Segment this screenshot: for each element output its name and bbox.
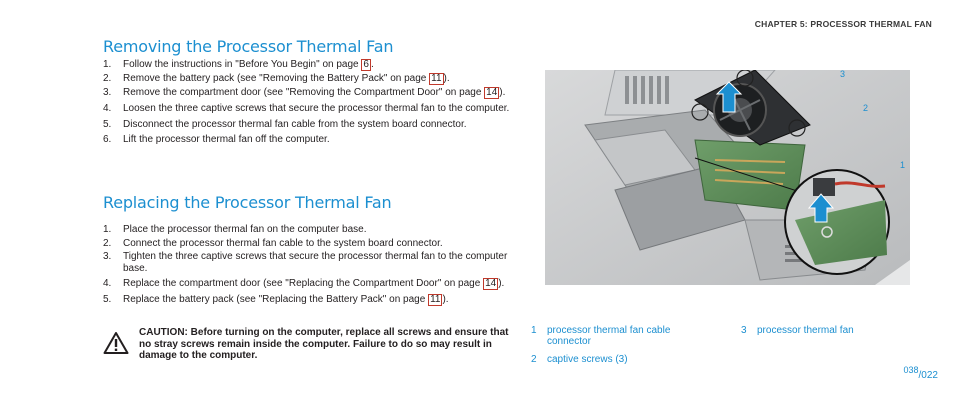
step-item: 2. Remove the battery pack (see "Removing… bbox=[103, 73, 513, 85]
step-number: 2. bbox=[103, 73, 112, 84]
legend-label: processor thermal fan cable connector bbox=[547, 325, 671, 347]
step-number: 6. bbox=[103, 134, 112, 145]
step-text: Remove the compartment door (see "Removi… bbox=[123, 87, 485, 98]
step-number: 5. bbox=[103, 294, 112, 305]
legend-label: processor thermal fan bbox=[757, 325, 854, 336]
step-text-end: ). bbox=[442, 294, 449, 305]
page-number: 038/022 bbox=[904, 365, 939, 381]
removing-steps-list: 1. Follow the instructions in "Before You… bbox=[103, 59, 513, 148]
step-item: 4. Loosen the three captive screws that s… bbox=[103, 103, 513, 115]
step-number: 5. bbox=[103, 118, 112, 130]
step-item: 5. Disconnect the processor thermal fan c… bbox=[103, 119, 513, 131]
step-number: 1. bbox=[103, 224, 112, 235]
removing-title: Removing the Processor Thermal Fan bbox=[103, 37, 394, 56]
step-text-end: . bbox=[370, 59, 374, 70]
replacing-title: Replacing the Processor Thermal Fan bbox=[103, 193, 392, 212]
step-item: 3. Remove the compartment door (see "Remo… bbox=[103, 87, 513, 99]
chapter-header: CHAPTER 5: PROCESSOR THERMAL FAN bbox=[754, 19, 932, 29]
legend-num: 2 bbox=[531, 354, 537, 365]
step-text: Place the processor thermal fan on the c… bbox=[123, 224, 367, 235]
step-number: 4. bbox=[103, 278, 112, 289]
step-number: 3. bbox=[103, 87, 112, 98]
step-text-end: ). bbox=[499, 87, 506, 98]
step-number: 2. bbox=[103, 237, 112, 249]
step-item: 3. Tighten the three captive screws that … bbox=[103, 251, 513, 274]
caution-box: CAUTION: Before turning on the computer,… bbox=[103, 327, 518, 367]
page-reference-link[interactable]: 14 bbox=[484, 87, 500, 99]
step-item: 1. Follow the instructions in "Before You… bbox=[103, 59, 513, 71]
step-text-end: ). bbox=[498, 278, 505, 289]
replacing-steps-list: 1. Place the processor thermal fan on the… bbox=[103, 224, 513, 308]
warning-triangle-icon bbox=[103, 332, 129, 354]
step-text: Tighten the three captive screws that se… bbox=[123, 251, 508, 274]
step-text: Replace the battery pack (see "Replacing… bbox=[123, 294, 429, 305]
page-reference-link[interactable]: 11 bbox=[428, 294, 443, 306]
step-text: Replace the compartment door (see "Repla… bbox=[123, 278, 484, 289]
step-text: Lift the processor thermal fan off the c… bbox=[123, 134, 330, 145]
step-text: Connect the processor thermal fan cable … bbox=[123, 237, 443, 249]
legend-num: 3 bbox=[741, 325, 747, 336]
page-reference-link[interactable]: 14 bbox=[483, 278, 499, 290]
step-text: Disconnect the processor thermal fan cab… bbox=[123, 118, 467, 130]
legend-label: captive screws (3) bbox=[547, 354, 628, 365]
step-number: 3. bbox=[103, 251, 112, 262]
current-page: 038 bbox=[903, 365, 919, 375]
legend-num: 1 bbox=[531, 325, 537, 336]
page-reference-link[interactable]: 6 bbox=[361, 59, 371, 71]
step-item: 2. Connect the processor thermal fan cabl… bbox=[103, 238, 513, 250]
step-item: 5. Replace the battery pack (see "Replaci… bbox=[103, 294, 513, 306]
step-number: 4. bbox=[103, 103, 112, 114]
page-reference-link[interactable]: 11 bbox=[429, 73, 444, 85]
step-item: 1. Place the processor thermal fan on the… bbox=[103, 224, 513, 236]
fan-removal-illustration bbox=[545, 69, 910, 285]
callout-1: 1 bbox=[900, 160, 906, 170]
step-text-end: ). bbox=[443, 73, 450, 84]
callout-2: 2 bbox=[863, 103, 869, 113]
caution-text: CAUTION: Before turning on the computer,… bbox=[139, 327, 509, 361]
callout-3: 3 bbox=[840, 69, 846, 79]
step-text: Loosen the three captive screws that sec… bbox=[123, 103, 510, 114]
total-pages: /022 bbox=[918, 370, 938, 381]
step-item: 6. Lift the processor thermal fan off the… bbox=[103, 134, 513, 146]
step-text: Follow the instructions in "Before You B… bbox=[123, 59, 362, 70]
step-number: 1. bbox=[103, 59, 112, 70]
step-text: Remove the battery pack (see "Removing t… bbox=[123, 73, 430, 84]
step-item: 4. Replace the compartment door (see "Rep… bbox=[103, 278, 513, 290]
